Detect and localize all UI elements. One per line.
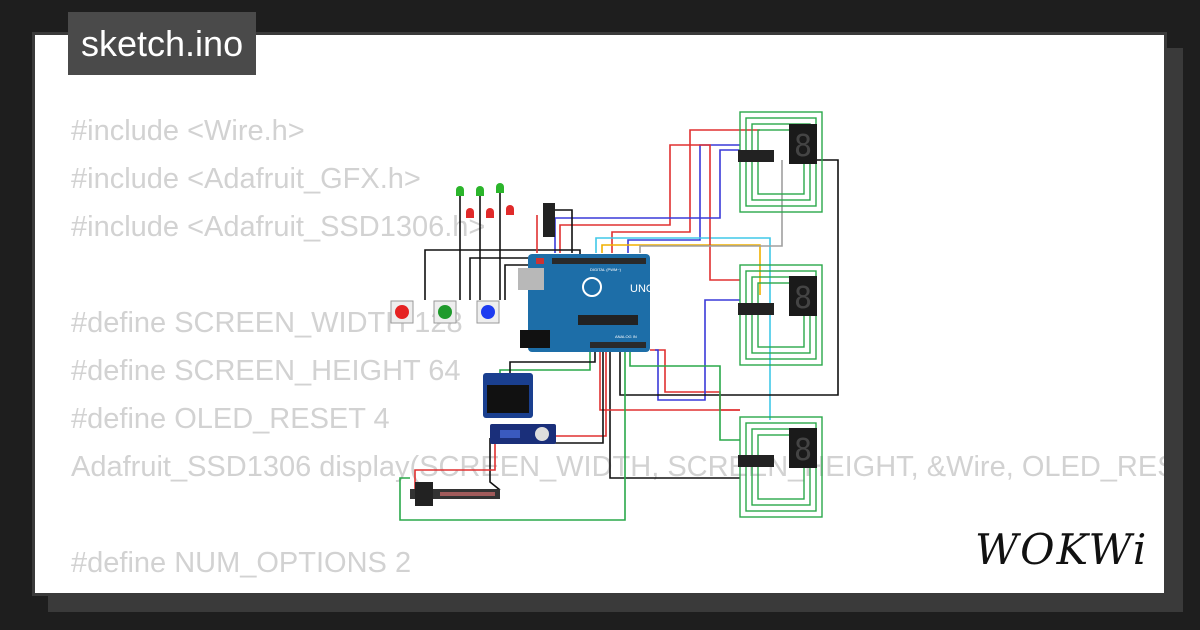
shift-register-chip <box>738 455 774 467</box>
arduino-uno-board[interactable]: UNO DIGITAL (PWM~) ANALOG IN <box>518 254 655 352</box>
shift-register-chip <box>738 303 774 315</box>
code-line: #include <Adafruit_SSD1306.h> <box>71 211 486 243</box>
led-green[interactable] <box>496 183 504 193</box>
shift-register-chip <box>738 150 774 162</box>
push-button-blue[interactable] <box>476 300 500 324</box>
sensor-module[interactable] <box>490 424 556 444</box>
led-green[interactable] <box>476 186 484 196</box>
seven-segment-display[interactable]: 8 <box>789 276 817 316</box>
segment-digit: 8 <box>794 129 812 164</box>
code-line: #define OLED_RESET 4 <box>71 403 390 435</box>
seven-segment-display[interactable]: 8 <box>789 428 817 468</box>
led-red[interactable] <box>506 205 514 215</box>
led-red[interactable] <box>466 208 474 218</box>
file-tab[interactable]: sketch.ino <box>68 12 257 75</box>
code-line: #include <Adafruit_GFX.h> <box>71 163 421 195</box>
push-button-red[interactable] <box>390 300 414 324</box>
resistor-array <box>543 203 555 237</box>
seven-segment-display[interactable]: 8 <box>789 124 817 164</box>
slide-potentiometer[interactable] <box>410 482 500 506</box>
led-red[interactable] <box>486 208 494 218</box>
led-green[interactable] <box>456 186 464 196</box>
code-line: #define NUM_OPTIONS 2 <box>71 547 412 579</box>
segment-digit: 8 <box>794 281 812 316</box>
wokwi-logo: WOKWi <box>975 525 1149 574</box>
board-analog-label: ANALOG IN <box>615 334 637 339</box>
push-button-green[interactable] <box>433 300 457 324</box>
code-line: #define SCREEN_HEIGHT 64 <box>71 355 461 387</box>
code-preview: #include <Wire.h> #include <Adafruit_GFX.… <box>71 107 1164 587</box>
code-line: #include <Wire.h> <box>71 115 305 147</box>
board-label: UNO <box>630 283 655 295</box>
board-header-label: DIGITAL (PWM~) <box>590 267 622 272</box>
segment-digit: 8 <box>794 433 812 468</box>
oled-display[interactable] <box>483 373 533 418</box>
